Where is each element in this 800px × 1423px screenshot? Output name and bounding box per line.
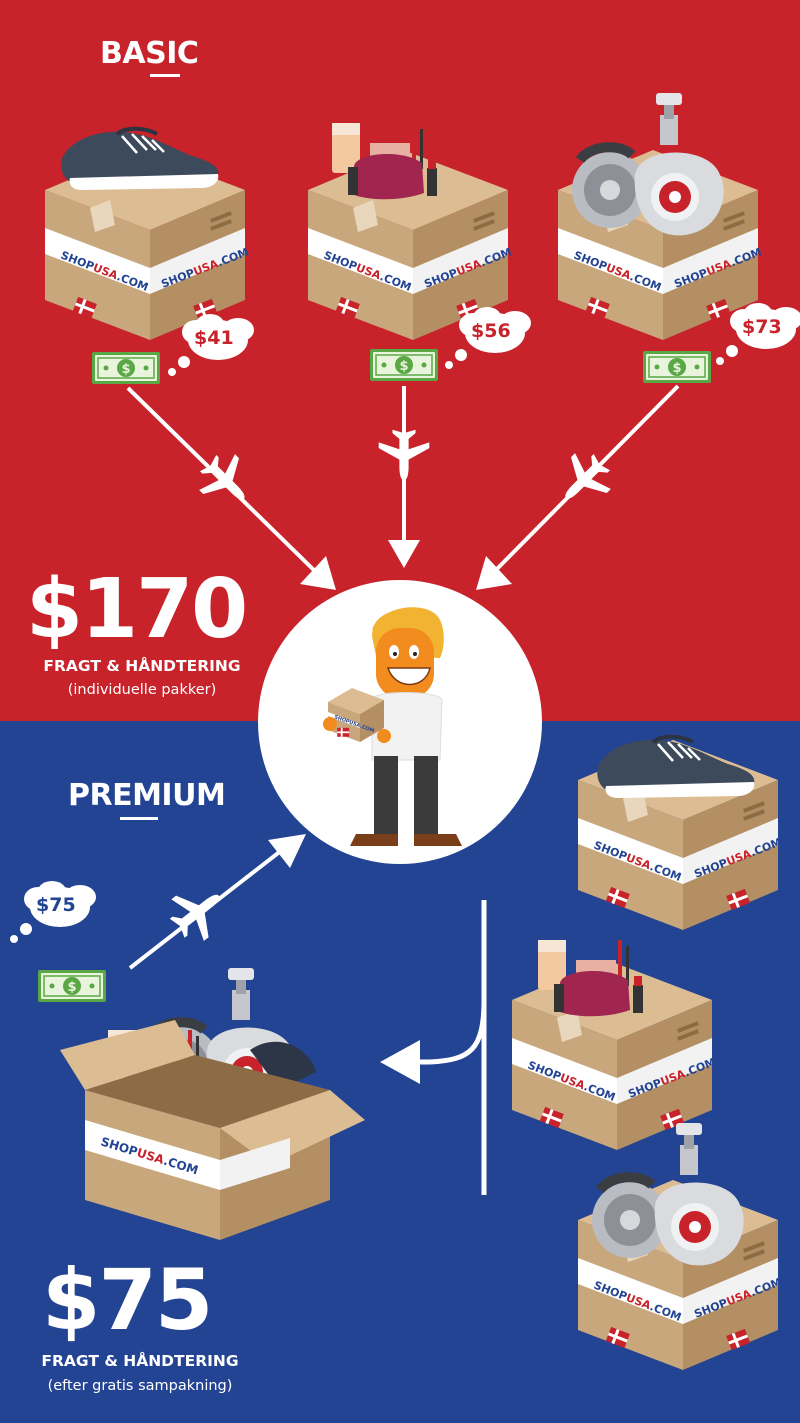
car-parts-box-1 [558,93,764,340]
consolidation-arrow [410,900,487,1195]
basic-total-price: $170 [26,562,248,657]
money-icon [37,969,107,1003]
basic-fee-note: (individuelle pakker) [67,682,217,698]
cosmetics-box-1 [308,123,514,340]
sneaker-box-1 [45,126,251,340]
car-parts-icon [572,93,724,235]
money-icon [369,348,439,382]
basic-fee-label: FRAGT & HÅNDTERING [43,657,241,675]
money-icon [642,350,712,384]
premium-fee-note: (efter gratis sampakning) [47,1378,233,1394]
car-parts-box-2 [578,1123,784,1370]
money-icon [91,351,161,385]
price-bubble-2: $56 [471,320,511,342]
airplane-icon [160,874,236,950]
airplane-icon [378,429,430,481]
sneaker-box-2 [578,734,784,930]
price-bubble-3: $73 [742,316,782,338]
premium-total-price: $75 [42,1251,213,1349]
basic-title: BASIC [100,36,199,71]
shopper-icon: SHOPUSA.COM [323,607,462,846]
premium-title: PREMIUM [68,778,226,813]
premium-title-underline [120,817,158,820]
basic-title-underline [150,74,180,77]
price-bubble-1: $41 [194,327,234,349]
consolidated-open-box: SHOPUSA.COM [60,968,365,1240]
cosmetics-box-2 [512,940,718,1150]
sneaker-icon [59,126,221,192]
premium-fee-label: FRAGT & HÅNDTERING [41,1352,239,1370]
premium-price-bubble: $75 [36,894,76,916]
